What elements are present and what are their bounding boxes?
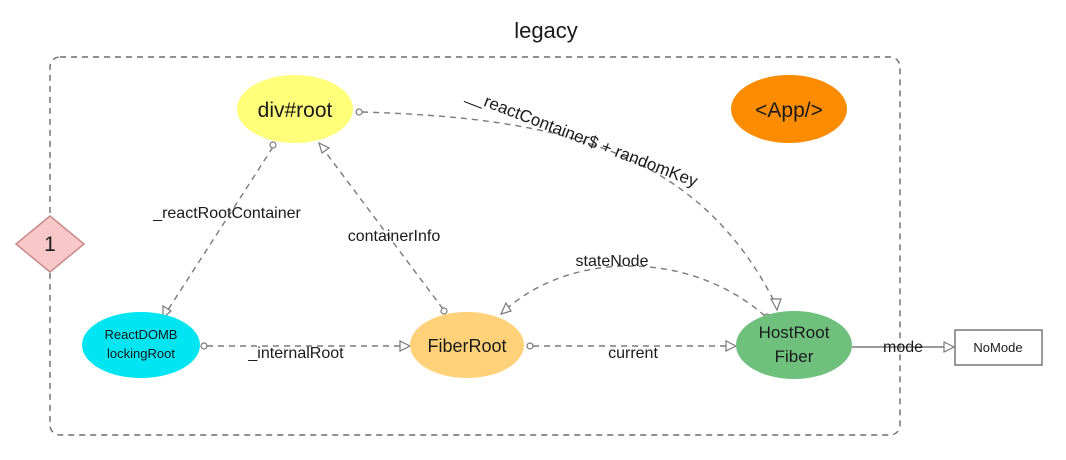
marker-label: 1 — [44, 233, 56, 256]
node-react-dom-blocking-root[interactable]: ReactDOMB lockingRoot — [82, 312, 200, 378]
marker-diamond[interactable]: 1 — [14, 215, 86, 273]
node-div-root[interactable]: div#root — [237, 75, 353, 143]
edge-label-container-info: containerInfo — [348, 228, 441, 245]
node-fiber-root-label: FiberRoot — [427, 336, 506, 356]
node-host-root-fiber-line1: HostRoot — [759, 323, 830, 342]
edge-label-react-root-container: _reactRootContainer — [152, 205, 301, 222]
node-app[interactable]: <App/> — [731, 75, 847, 143]
edge-state-node[interactable] — [499, 265, 771, 321]
node-no-mode[interactable]: NoMode — [954, 329, 1043, 366]
edge-internal-root[interactable] — [200, 340, 412, 352]
edge-react-container-key[interactable] — [355, 108, 782, 312]
edge-label-state-node: stateNode — [576, 253, 649, 270]
node-no-mode-label: NoMode — [973, 340, 1022, 355]
edge-label-current: current — [608, 345, 658, 362]
edge-label-internal-root: _internalRoot — [247, 345, 344, 362]
diagram-title: legacy — [514, 18, 578, 43]
node-app-label: <App/> — [755, 99, 823, 122]
edge-label-react-container-key: __reactContainer$ + randomKey — [463, 85, 701, 191]
node-fiber-root[interactable]: FiberRoot — [410, 312, 524, 378]
edge-current[interactable] — [526, 340, 738, 352]
edge-mode[interactable] — [852, 341, 956, 353]
node-host-root-fiber[interactable]: HostRoot Fiber — [736, 311, 852, 379]
legacy-group-frame[interactable] — [49, 56, 901, 436]
node-host-root-fiber-line2: Fiber — [775, 347, 814, 366]
edge-label-mode: mode — [883, 339, 923, 356]
edge-container-info[interactable] — [318, 141, 448, 315]
node-react-dom-blocking-root-line2: lockingRoot — [107, 346, 175, 361]
node-react-dom-blocking-root-line1: ReactDOMB — [105, 327, 178, 342]
edge-react-root-container[interactable] — [162, 141, 277, 320]
node-div-root-label: div#root — [258, 99, 333, 122]
